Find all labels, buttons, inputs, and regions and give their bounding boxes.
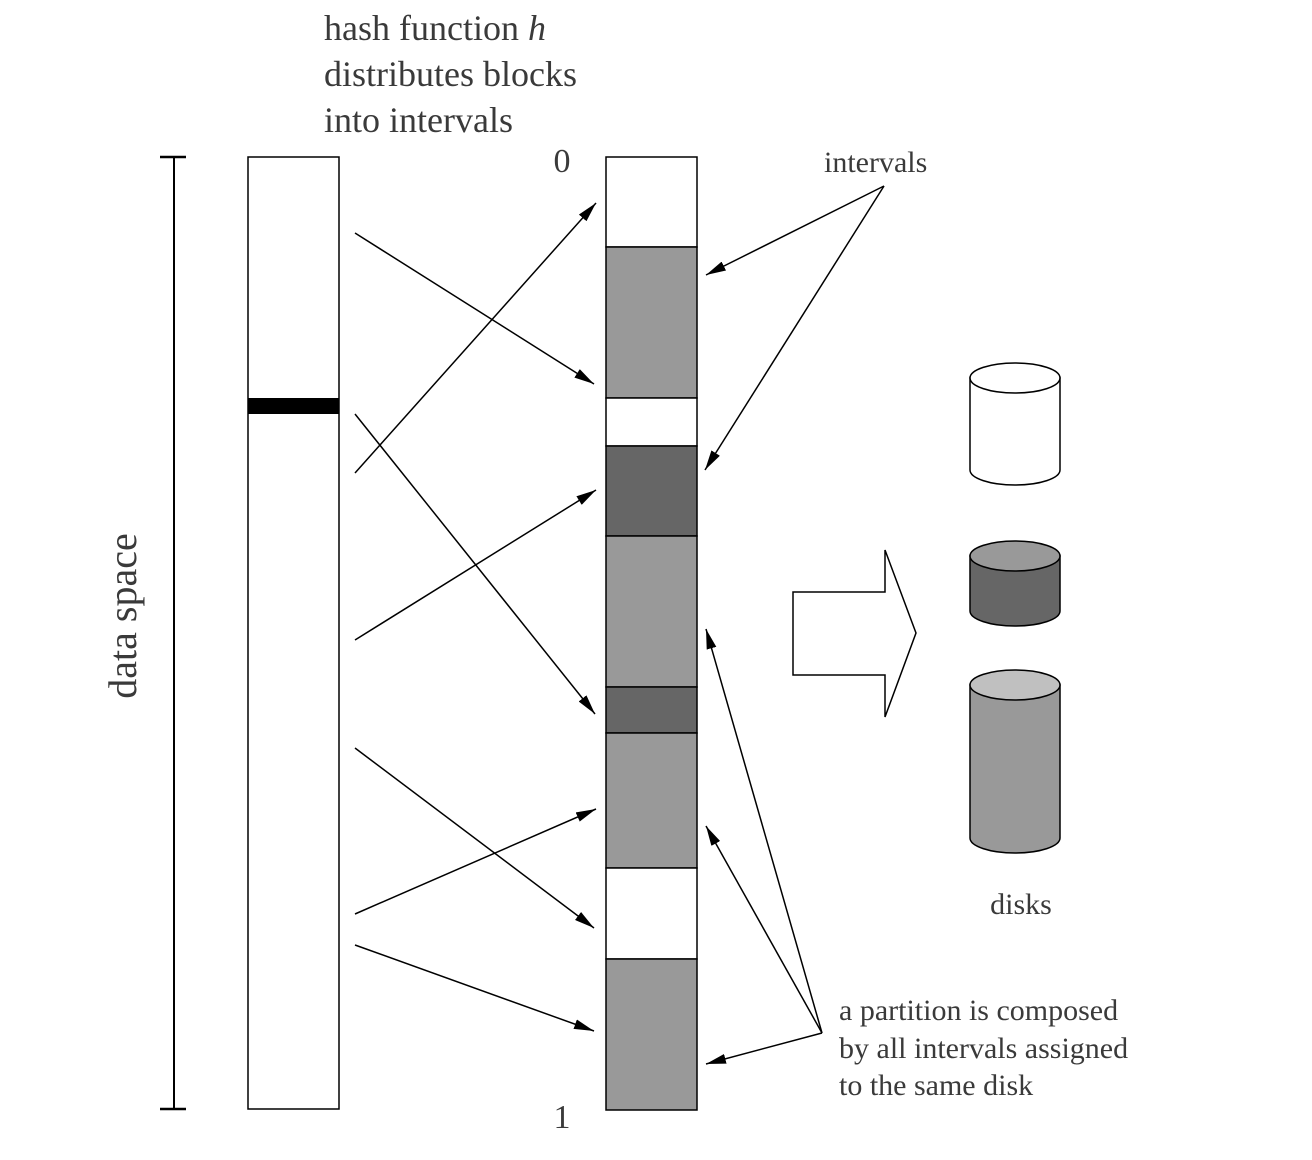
partition-label-line-3: to the same disk bbox=[839, 1069, 1033, 1102]
disk-body bbox=[969, 377, 1061, 486]
block-arrow bbox=[792, 549, 917, 718]
disk-top bbox=[969, 540, 1061, 572]
partition-label-line-1: a partition is composed bbox=[839, 994, 1118, 1027]
interval-segment bbox=[605, 958, 698, 1111]
disks bbox=[969, 362, 1061, 854]
disk-dark bbox=[969, 540, 1061, 627]
disk-body bbox=[969, 555, 1061, 627]
interval-segment bbox=[605, 445, 698, 537]
interval-segment bbox=[605, 156, 698, 248]
hash-arrow bbox=[354, 489, 597, 641]
title-line-1: hash function h bbox=[324, 8, 546, 48]
hash-arrow bbox=[354, 232, 595, 385]
title-line-2: distributes blocks bbox=[324, 54, 577, 94]
hash-arrow bbox=[354, 808, 597, 915]
axis-label: data space bbox=[100, 533, 145, 698]
title-line-3: into intervals bbox=[324, 100, 513, 140]
disks-label: disks bbox=[990, 888, 1052, 921]
scale-label-bottom: 1 bbox=[554, 1099, 571, 1136]
data-space-bar bbox=[247, 156, 340, 1110]
interval-segment bbox=[605, 867, 698, 960]
intervals-arrow bbox=[704, 185, 885, 471]
hash-arrows bbox=[354, 202, 597, 1032]
hash-arrow bbox=[354, 747, 595, 929]
disk-white bbox=[969, 362, 1061, 486]
hash-arrow bbox=[354, 202, 597, 474]
interval-segment bbox=[605, 686, 698, 734]
partition-arrows bbox=[705, 628, 823, 1065]
scale-label-top: 0 bbox=[554, 143, 571, 180]
intervals-label: intervals bbox=[824, 146, 927, 179]
interval-segment bbox=[605, 397, 698, 447]
intervals-arrows bbox=[704, 185, 885, 471]
intervals-arrow bbox=[705, 185, 885, 276]
interval-segment bbox=[605, 246, 698, 399]
partition-label-line-2: by all intervals assigned bbox=[839, 1032, 1128, 1065]
disk-top bbox=[969, 669, 1061, 701]
partition-arrow bbox=[705, 825, 823, 1034]
interval-segment bbox=[605, 732, 698, 869]
interval-bar bbox=[605, 156, 698, 1111]
data-block bbox=[248, 398, 339, 414]
data-space-bracket bbox=[160, 155, 186, 1111]
disk-top bbox=[969, 362, 1061, 394]
hash-arrow bbox=[354, 944, 595, 1032]
interval-segment bbox=[605, 535, 698, 688]
partition-arrow bbox=[705, 1032, 823, 1065]
disk-medium bbox=[969, 669, 1061, 854]
partition-arrow bbox=[705, 628, 823, 1034]
disk-body bbox=[969, 684, 1061, 854]
hash-arrow bbox=[354, 413, 596, 715]
